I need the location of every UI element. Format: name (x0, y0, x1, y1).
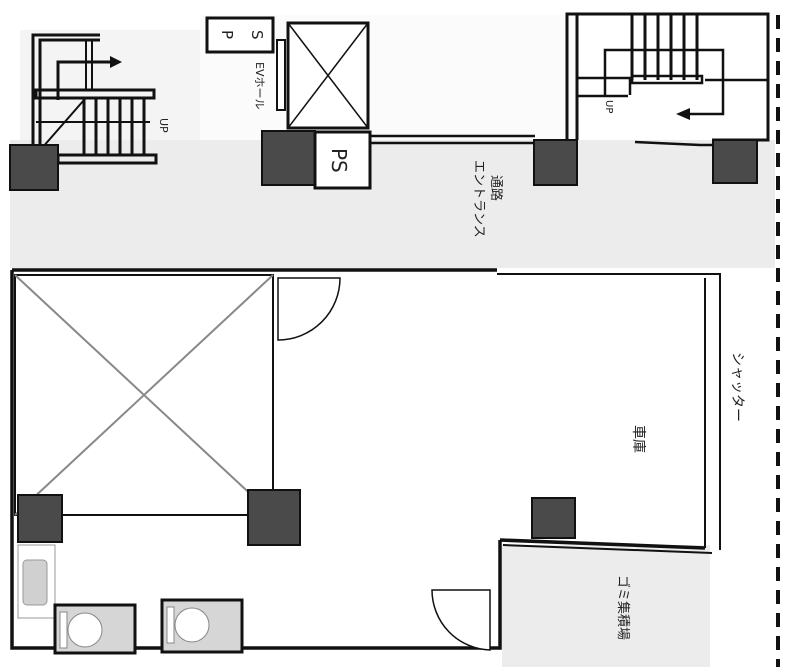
corridor-wall (370, 134, 535, 145)
arrow-icon (676, 108, 690, 120)
column (533, 139, 578, 186)
column (261, 130, 316, 186)
toilet (53, 603, 137, 655)
entrance-label: エントランス (471, 160, 486, 238)
garbage-label: ゴミ集積場 (615, 575, 631, 640)
up-label-left: UP (157, 118, 170, 133)
door (277, 277, 341, 341)
toilet (160, 598, 244, 654)
column (531, 497, 576, 539)
right-staircase: UP (565, 12, 770, 147)
void-area (14, 274, 274, 516)
main-room-walls (10, 268, 721, 650)
ev-door (276, 39, 286, 111)
column (9, 144, 59, 191)
door (431, 589, 491, 651)
ps-top-p-label: P (218, 30, 236, 39)
elevator-shaft (286, 21, 370, 130)
arrow-icon (110, 56, 122, 68)
column (17, 494, 63, 543)
left-stair-area (20, 30, 200, 140)
column (712, 139, 758, 184)
entrance-corridor-area (10, 140, 775, 268)
up-label-right: UP (603, 100, 614, 113)
ps-top-s-label: S (248, 30, 266, 40)
ps-label: PS (327, 148, 351, 173)
column (247, 489, 301, 546)
shutter-label: シャッター (729, 352, 745, 422)
garbage-area (502, 545, 710, 667)
sink (17, 544, 56, 619)
garage-label: 車庫 (630, 425, 647, 453)
ps-shaft-top (205, 16, 275, 54)
corridor-label: 通路 (488, 175, 504, 201)
left-staircase: UP (31, 33, 170, 165)
ev-hall-label: EVホール (253, 62, 266, 109)
ps-shaft (313, 130, 372, 190)
